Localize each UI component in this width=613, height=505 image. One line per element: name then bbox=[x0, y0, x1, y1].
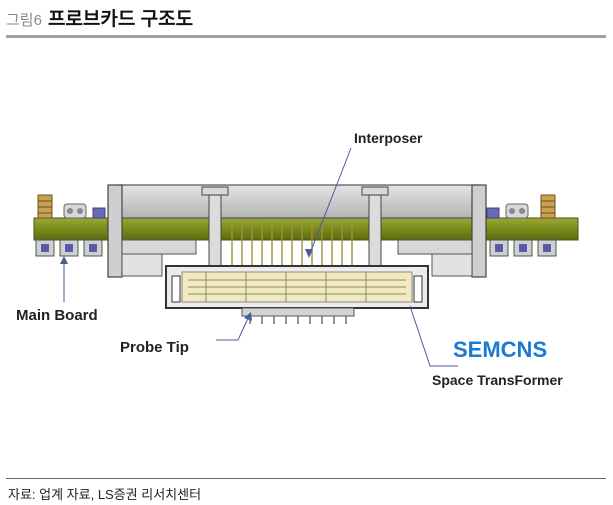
stiffener-housing bbox=[107, 184, 487, 278]
right-bottom-connectors bbox=[489, 239, 557, 257]
label-probe-tip: Probe Tip bbox=[120, 339, 189, 356]
probe-tips bbox=[241, 307, 355, 324]
left-top-connectors bbox=[37, 194, 106, 219]
right-top-connectors bbox=[486, 194, 556, 219]
label-interposer: Interposer bbox=[354, 130, 423, 146]
label-main-board: Main Board bbox=[16, 307, 98, 324]
space-transformer bbox=[165, 265, 429, 309]
interposer-arrow bbox=[305, 249, 313, 258]
left-bottom-connectors bbox=[35, 239, 103, 257]
probe-card-svg: Interposer Main Board Probe Tip SEMCNS S… bbox=[16, 130, 579, 388]
source-note: 자료: 업계 자료, LS증권 리서치센터 bbox=[8, 487, 202, 502]
semcns-logo: SEMCNS bbox=[453, 337, 547, 362]
header-rule bbox=[6, 35, 606, 38]
space-transformer-leader bbox=[409, 305, 458, 367]
footer-rule bbox=[6, 478, 606, 479]
figure-title: 프로브카드 구조도 bbox=[47, 9, 194, 30]
leader-lines bbox=[63, 147, 458, 367]
label-space-transformer: Space TransFormer bbox=[432, 372, 563, 388]
figure-header: 그림6 프로브카드 구조도 bbox=[6, 4, 193, 34]
figure-label: 그림6 bbox=[6, 12, 42, 29]
probe-tip-leader bbox=[216, 313, 251, 341]
support-posts bbox=[201, 186, 389, 278]
probe-tip-arrow bbox=[244, 312, 252, 321]
interposer-leader bbox=[308, 147, 352, 257]
main-board-arrow bbox=[60, 256, 68, 264]
probe-card-diagram: Interposer Main Board Probe Tip SEMCNS S… bbox=[6, 44, 606, 470]
